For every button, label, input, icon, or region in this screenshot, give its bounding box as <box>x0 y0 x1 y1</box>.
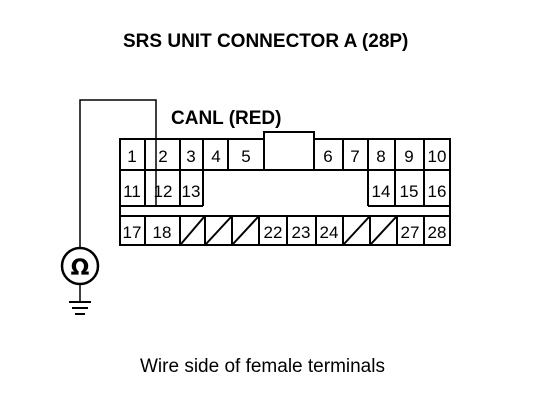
unused-cavity-slashes <box>180 216 397 245</box>
diagram-title: SRS UNIT CONNECTOR A (28P) <box>123 31 408 52</box>
pin-label: 6 <box>323 147 332 166</box>
caption: Wire side of female terminals <box>140 356 385 377</box>
pin-label: 14 <box>372 182 391 201</box>
pin-label: 5 <box>241 147 250 166</box>
row1-separators <box>144 139 425 170</box>
pin-label: 9 <box>404 147 413 166</box>
wire-label: CANL (RED) <box>171 108 281 129</box>
pin-label: 16 <box>428 182 447 201</box>
pin-label: 18 <box>153 223 172 242</box>
pin-label: 10 <box>428 147 447 166</box>
pin-label: 24 <box>320 223 339 242</box>
pin-label: 22 <box>264 223 283 242</box>
pin-label: 3 <box>186 147 195 166</box>
pin-label: 7 <box>350 147 359 166</box>
ohm-icon: Ω <box>71 256 90 281</box>
row3-separators <box>144 216 425 245</box>
pin-label: 13 <box>182 182 201 201</box>
row2-separators <box>120 170 450 207</box>
pin-label: 28 <box>428 223 447 242</box>
ohmmeter: Ω <box>60 246 100 286</box>
pin-labels: 1 2 3 4 5 6 7 8 9 10 11 12 13 14 15 16 1… <box>123 147 447 242</box>
pin-label: 23 <box>292 223 311 242</box>
pin-label: 11 <box>123 182 141 201</box>
pin-label: 2 <box>158 147 167 166</box>
pin-label: 27 <box>401 223 420 242</box>
ground-icon <box>69 284 91 315</box>
pin-label: 1 <box>127 147 136 166</box>
pin-label: 8 <box>376 147 385 166</box>
probe-wire <box>79 99 157 248</box>
pin-label: 12 <box>154 182 173 201</box>
pin-label: 4 <box>211 147 220 166</box>
pin-label: 17 <box>123 223 142 242</box>
pin-label: 15 <box>400 182 419 201</box>
